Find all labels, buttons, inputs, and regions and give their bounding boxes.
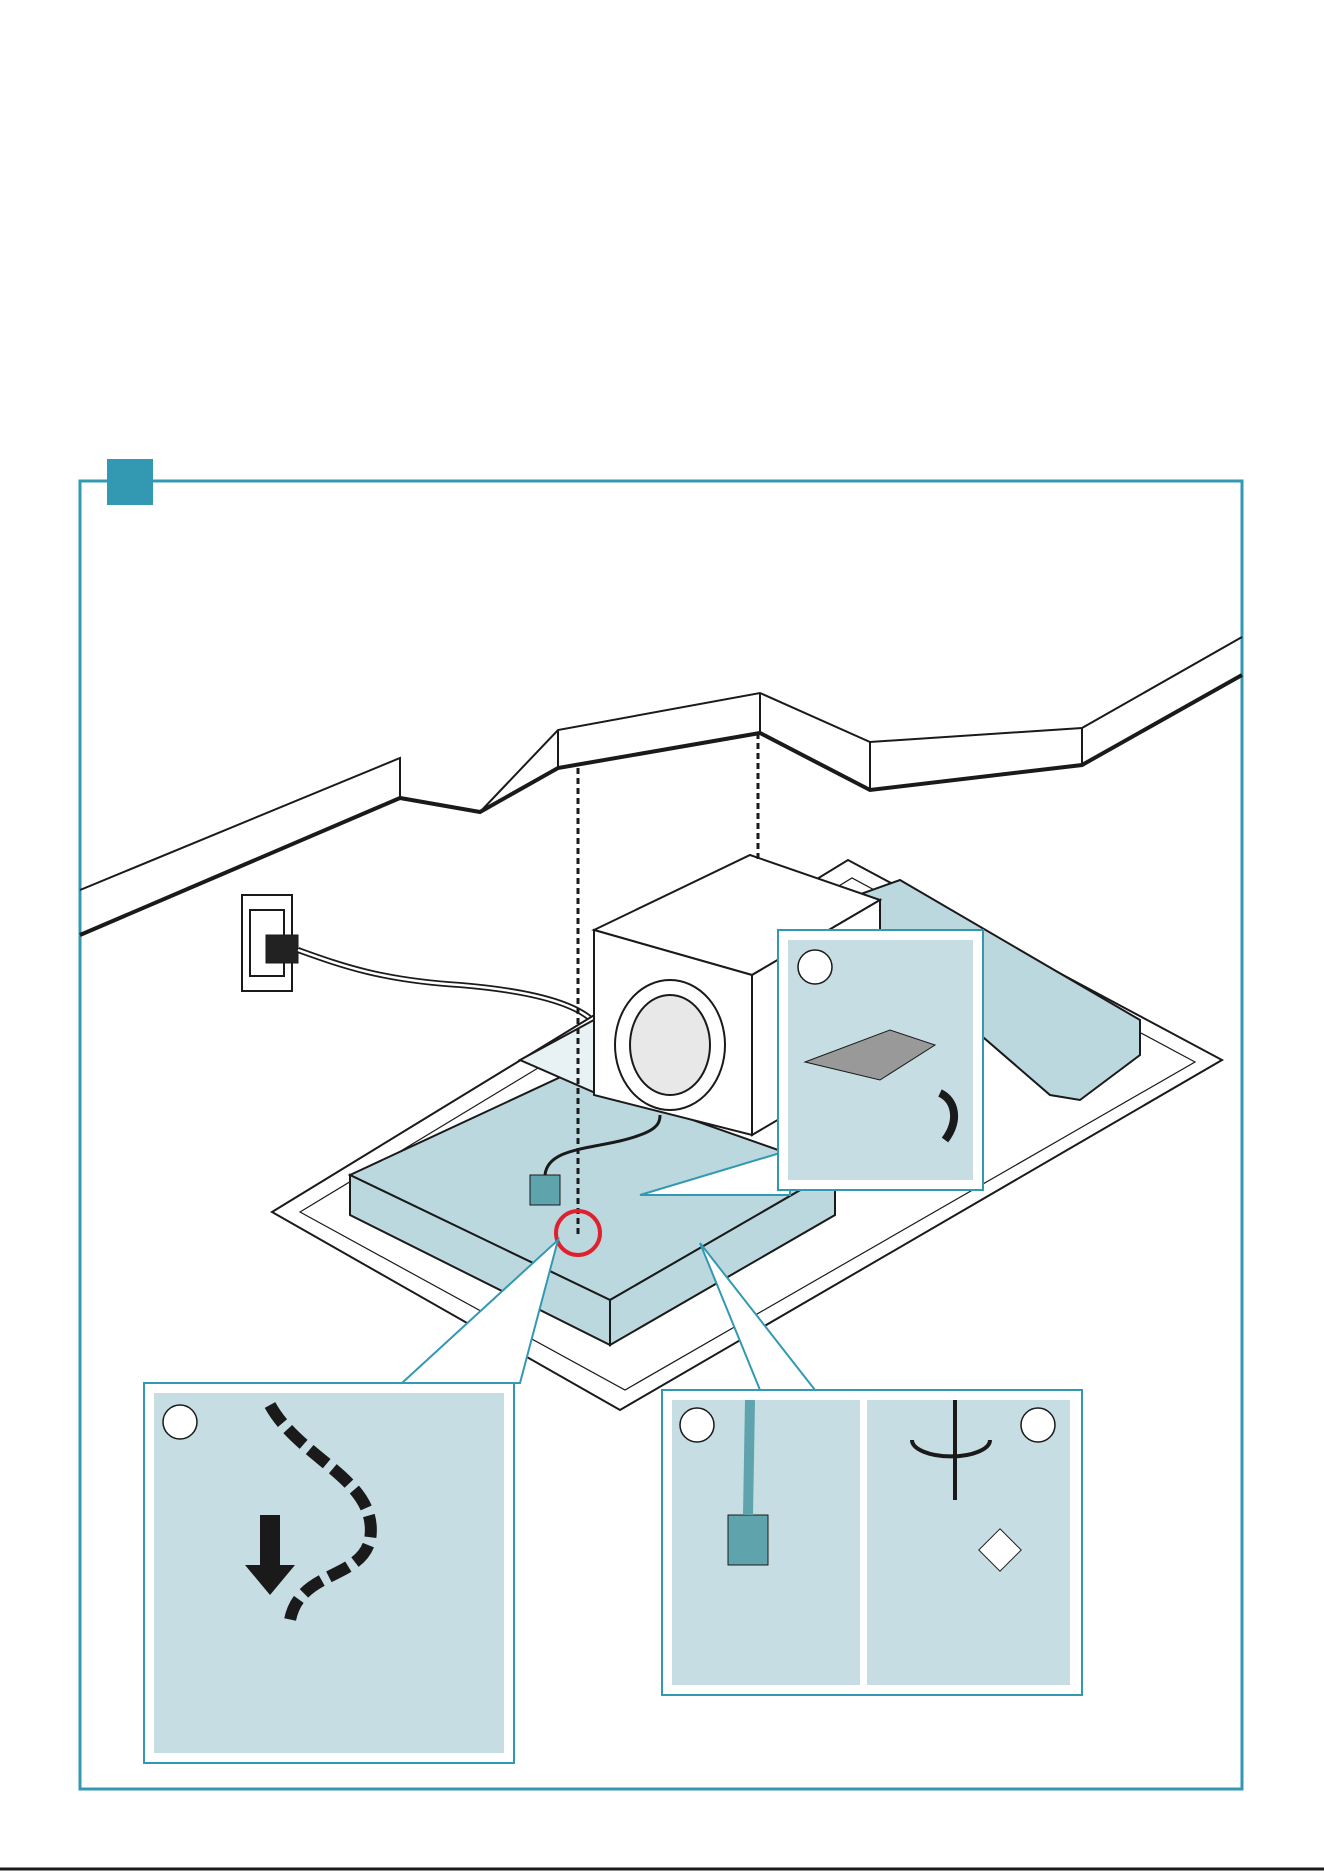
- ceiling-icon: [80, 637, 1242, 935]
- connector-plug-icon: [530, 1175, 560, 1205]
- plug-icon: [266, 935, 592, 1020]
- step-badge: [107, 459, 153, 505]
- callout-b: [144, 1240, 558, 1763]
